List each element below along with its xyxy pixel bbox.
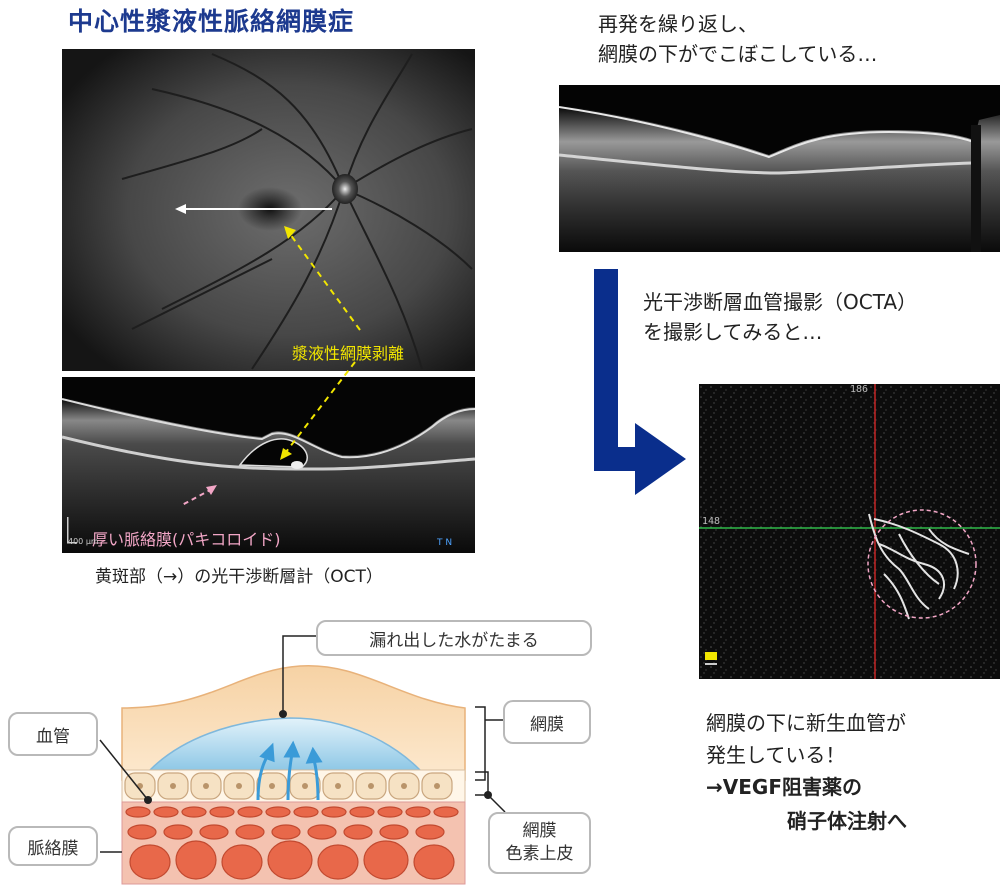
vessel-label: 血管: [8, 712, 98, 756]
oct-corner-mark: T N: [437, 538, 453, 548]
big-flow-arrow: [594, 269, 686, 495]
retina-label: 網膜: [503, 700, 591, 744]
octa-left-number: 148: [702, 516, 721, 527]
oct-image-left: [62, 377, 475, 553]
result-text-4: 硝子体注射へ: [787, 809, 907, 833]
octa-top-number: 186: [850, 384, 869, 395]
fundus-photo: [62, 49, 475, 371]
rpe-label-line1: 網膜: [522, 821, 557, 841]
leak-label: 漏れ出した水がたまる: [316, 620, 592, 656]
srd-arrow: [280, 226, 361, 460]
oct-image-right: [559, 85, 1000, 252]
scale-bar-text: 400 µm: [68, 537, 99, 546]
page-title: 中心性漿液性脈絡網膜症: [68, 7, 355, 36]
retina-cross-section-diagram: [99, 635, 506, 885]
recurrence-text-2: 網膜の下がでこぼこしている…: [598, 42, 878, 66]
rpe-label: 網膜 色素上皮: [488, 812, 591, 874]
oct-caption: 黄斑部（→）の光干渉断層計（OCT）: [95, 567, 383, 587]
result-text-2: 発生している！: [706, 743, 846, 767]
octa-image: [699, 384, 1000, 679]
choroid-label: 脈絡膜: [8, 826, 98, 866]
recurrence-text-1: 再発を繰り返し、: [598, 12, 758, 36]
result-text-1: 網膜の下に新生血管が: [706, 711, 906, 735]
octa-text-2: を撮影してみると…: [643, 320, 823, 344]
pachychoroid-label: 厚い脈絡膜(パキコロイド): [92, 530, 281, 549]
result-text-3: →VEGF阻害薬の: [706, 775, 862, 799]
rpe-label-line2: 色素上皮: [505, 844, 574, 864]
octa-text-1: 光干渉断層血管撮影（OCTA）: [643, 290, 918, 314]
srd-label: 漿液性網膜剥離: [292, 344, 405, 363]
